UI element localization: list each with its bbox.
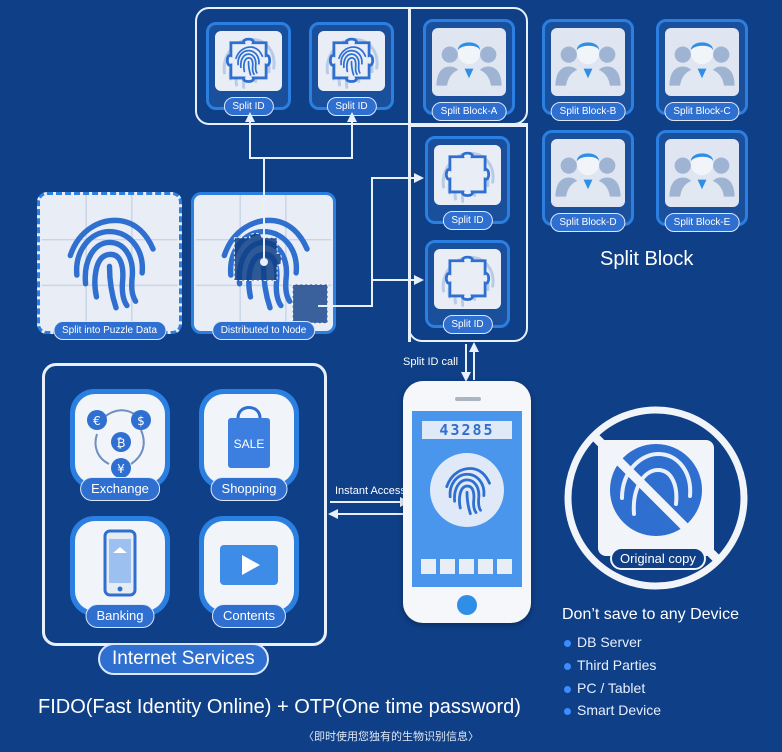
bullet-icon [564, 639, 571, 647]
service-banking[interactable]: Banking [70, 516, 170, 628]
service-label: Exchange [80, 477, 160, 501]
split-id-tile-1[interactable]: Split ID [206, 22, 291, 116]
footer-title: FIDO(Fast Identity Online) + OTP(One tim… [38, 696, 521, 718]
user-group-icon [665, 139, 739, 207]
split-block-a[interactable]: Split Block-A [423, 19, 515, 121]
video-play-icon [204, 521, 294, 611]
bullet-icon [564, 685, 571, 693]
shopping-bag-icon: SALE [204, 394, 294, 484]
svg-text:¥: ¥ [117, 462, 125, 476]
split-block-label: Split Block-D [550, 213, 626, 232]
svg-text:$: $ [137, 414, 145, 428]
puzzle-fingerprint-icon [434, 145, 501, 205]
split-block-label: Split Block-C [664, 102, 740, 121]
no-save-title: Don’t save to any Device [562, 606, 739, 623]
sale-tag: SALE [234, 437, 265, 451]
otp-code: 43285 [422, 421, 512, 439]
keypad [421, 559, 513, 575]
split-block-label: Split Block-B [550, 102, 626, 121]
user-group-icon [665, 28, 739, 96]
footer-caption: 〈即时使用您独有的生物识别信息〉 [303, 730, 479, 743]
puzzle-fingerprint-icon [318, 31, 385, 91]
split-id-node-1[interactable]: Split ID [425, 136, 510, 230]
service-shopping[interactable]: SALE Shopping [199, 389, 299, 501]
user-group-icon [432, 28, 506, 96]
currency-exchange-icon: € $ ₿ ¥ [75, 394, 165, 484]
puzzle-fingerprint-icon [434, 249, 501, 309]
split-id-node-frame [408, 125, 528, 342]
puzzle-split-label: Split into Puzzle Data [52, 321, 167, 340]
split-block-label: Split Block-E [664, 213, 740, 232]
split-id-call-label: Split ID call [403, 356, 459, 368]
original-copy-label: Original copy [610, 547, 706, 570]
split-block-c[interactable]: Split Block-C [656, 19, 748, 121]
frame-divider-horizontal [408, 123, 528, 126]
user-group-icon [551, 28, 625, 96]
phone-home-button[interactable] [457, 595, 477, 615]
bullet-icon [564, 662, 571, 670]
split-block-e[interactable]: Split Block-E [656, 130, 748, 232]
svg-text:₿: ₿ [117, 436, 126, 450]
split-id-label: Split ID [442, 211, 493, 230]
no-save-sign: Original copy [562, 404, 750, 592]
split-puzzle-tile[interactable]: Split into Puzzle Data [37, 192, 182, 340]
split-id-frame [195, 7, 528, 125]
smartphone[interactable]: 43285 [403, 381, 531, 623]
mobile-banking-icon [75, 521, 165, 611]
split-block-b[interactable]: Split Block-B [542, 19, 634, 121]
phone-screen: 43285 [412, 411, 522, 587]
service-exchange[interactable]: € $ ₿ ¥ Exchange [70, 389, 170, 501]
service-label: Banking [85, 604, 155, 628]
split-id-node-2[interactable]: Split ID [425, 240, 510, 334]
split-block-label: Split Block-A [431, 102, 507, 121]
svg-text:€: € [93, 414, 101, 428]
bullet-icon [564, 707, 571, 715]
fingerprint-grid-icon [41, 195, 178, 331]
service-label: Shopping [210, 477, 288, 501]
split-id-tile-2[interactable]: Split ID [309, 22, 394, 116]
split-block-title: Split Block [600, 248, 694, 270]
split-block-d[interactable]: Split Block-D [542, 130, 634, 232]
fingerprint-scan-icon [430, 453, 504, 527]
internet-services-title: Internet Services [98, 643, 269, 675]
service-contents[interactable]: Contents [199, 516, 299, 628]
puzzle-distributed-label: Distributed to Node [211, 321, 316, 340]
no-save-item: DB Server [564, 634, 642, 650]
phone-speaker [455, 397, 481, 401]
split-id-label: Split ID [442, 315, 493, 334]
no-save-item: Third Parties [564, 657, 656, 673]
no-save-item: PC / Tablet [564, 680, 645, 696]
instant-access-label: Instant Access [335, 485, 406, 497]
puzzle-fingerprint-icon [215, 31, 282, 91]
no-save-item: Smart Device [564, 702, 661, 718]
service-label: Contents [211, 604, 287, 628]
user-group-icon [551, 139, 625, 207]
